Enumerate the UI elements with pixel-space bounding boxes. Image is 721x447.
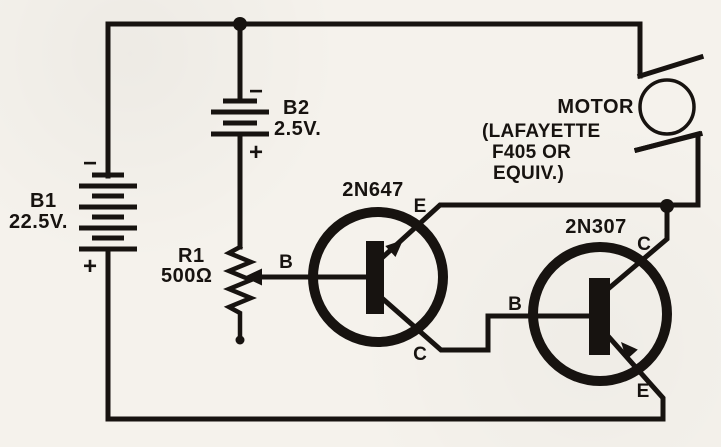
b2-plus-sign: +: [249, 139, 263, 166]
q1-body-circle: [308, 207, 448, 347]
resistor-r1-zigzag: [223, 243, 257, 341]
q2-body-circle: [528, 242, 672, 386]
r1-wiper-arrowhead: [244, 268, 262, 286]
motor-note-line3: EQUIV.): [493, 163, 564, 184]
q1-emitter-arrowhead: [385, 240, 403, 257]
r1-stub-end-dot: [235, 335, 245, 345]
r1-label: R1: [178, 245, 205, 267]
battery-b1-symbol: [79, 172, 137, 252]
q2-pin-e: E: [637, 381, 650, 402]
q1-base-bar: [366, 241, 384, 314]
b2-minus-sign: −: [249, 78, 263, 105]
motor-brush-bottom: [633, 130, 704, 154]
q1-label: 2N647: [342, 179, 403, 201]
junction-dot-top-rail: [233, 17, 247, 31]
b1-voltage: 22.5V.: [9, 211, 68, 233]
battery-b2-symbol: [211, 98, 269, 137]
q2-base-bar: [589, 278, 610, 355]
motor-armature-circle: [638, 78, 696, 136]
motor-label: MOTOR: [557, 96, 634, 118]
b2-label: B2: [283, 97, 310, 119]
r1-value: 500Ω: [161, 265, 212, 287]
q2-pin-b: B: [508, 294, 522, 315]
motor-symbol: [633, 53, 705, 154]
transistor-q2-symbol: [528, 242, 672, 386]
q1-pin-c: C: [413, 344, 427, 365]
q2-collector-lead: [604, 203, 670, 293]
q1-pin-b: B: [279, 252, 293, 273]
b1-label: B1: [30, 190, 57, 212]
motor-note-line1: (LAFAYETTE: [482, 121, 600, 142]
transistor-q1-symbol: [308, 207, 448, 347]
b2-voltage: 2.5V.: [274, 118, 321, 140]
motor-brush-top: [636, 53, 705, 80]
wire-bottom-rail: [105, 247, 666, 422]
motor-note-line2: F405 OR: [492, 142, 571, 163]
wire-q1-collector-to-q2-base: [379, 295, 595, 353]
q1-pin-e: E: [414, 196, 427, 217]
q2-emitter-arrowhead: [621, 342, 638, 360]
junction-dot-motor-return: [660, 199, 674, 213]
wire-top-rail: [105, 21, 643, 179]
q2-label: 2N307: [565, 216, 626, 238]
b1-minus-sign: −: [83, 150, 97, 177]
q2-pin-c: C: [637, 234, 651, 255]
b1-plus-sign: +: [83, 253, 97, 280]
